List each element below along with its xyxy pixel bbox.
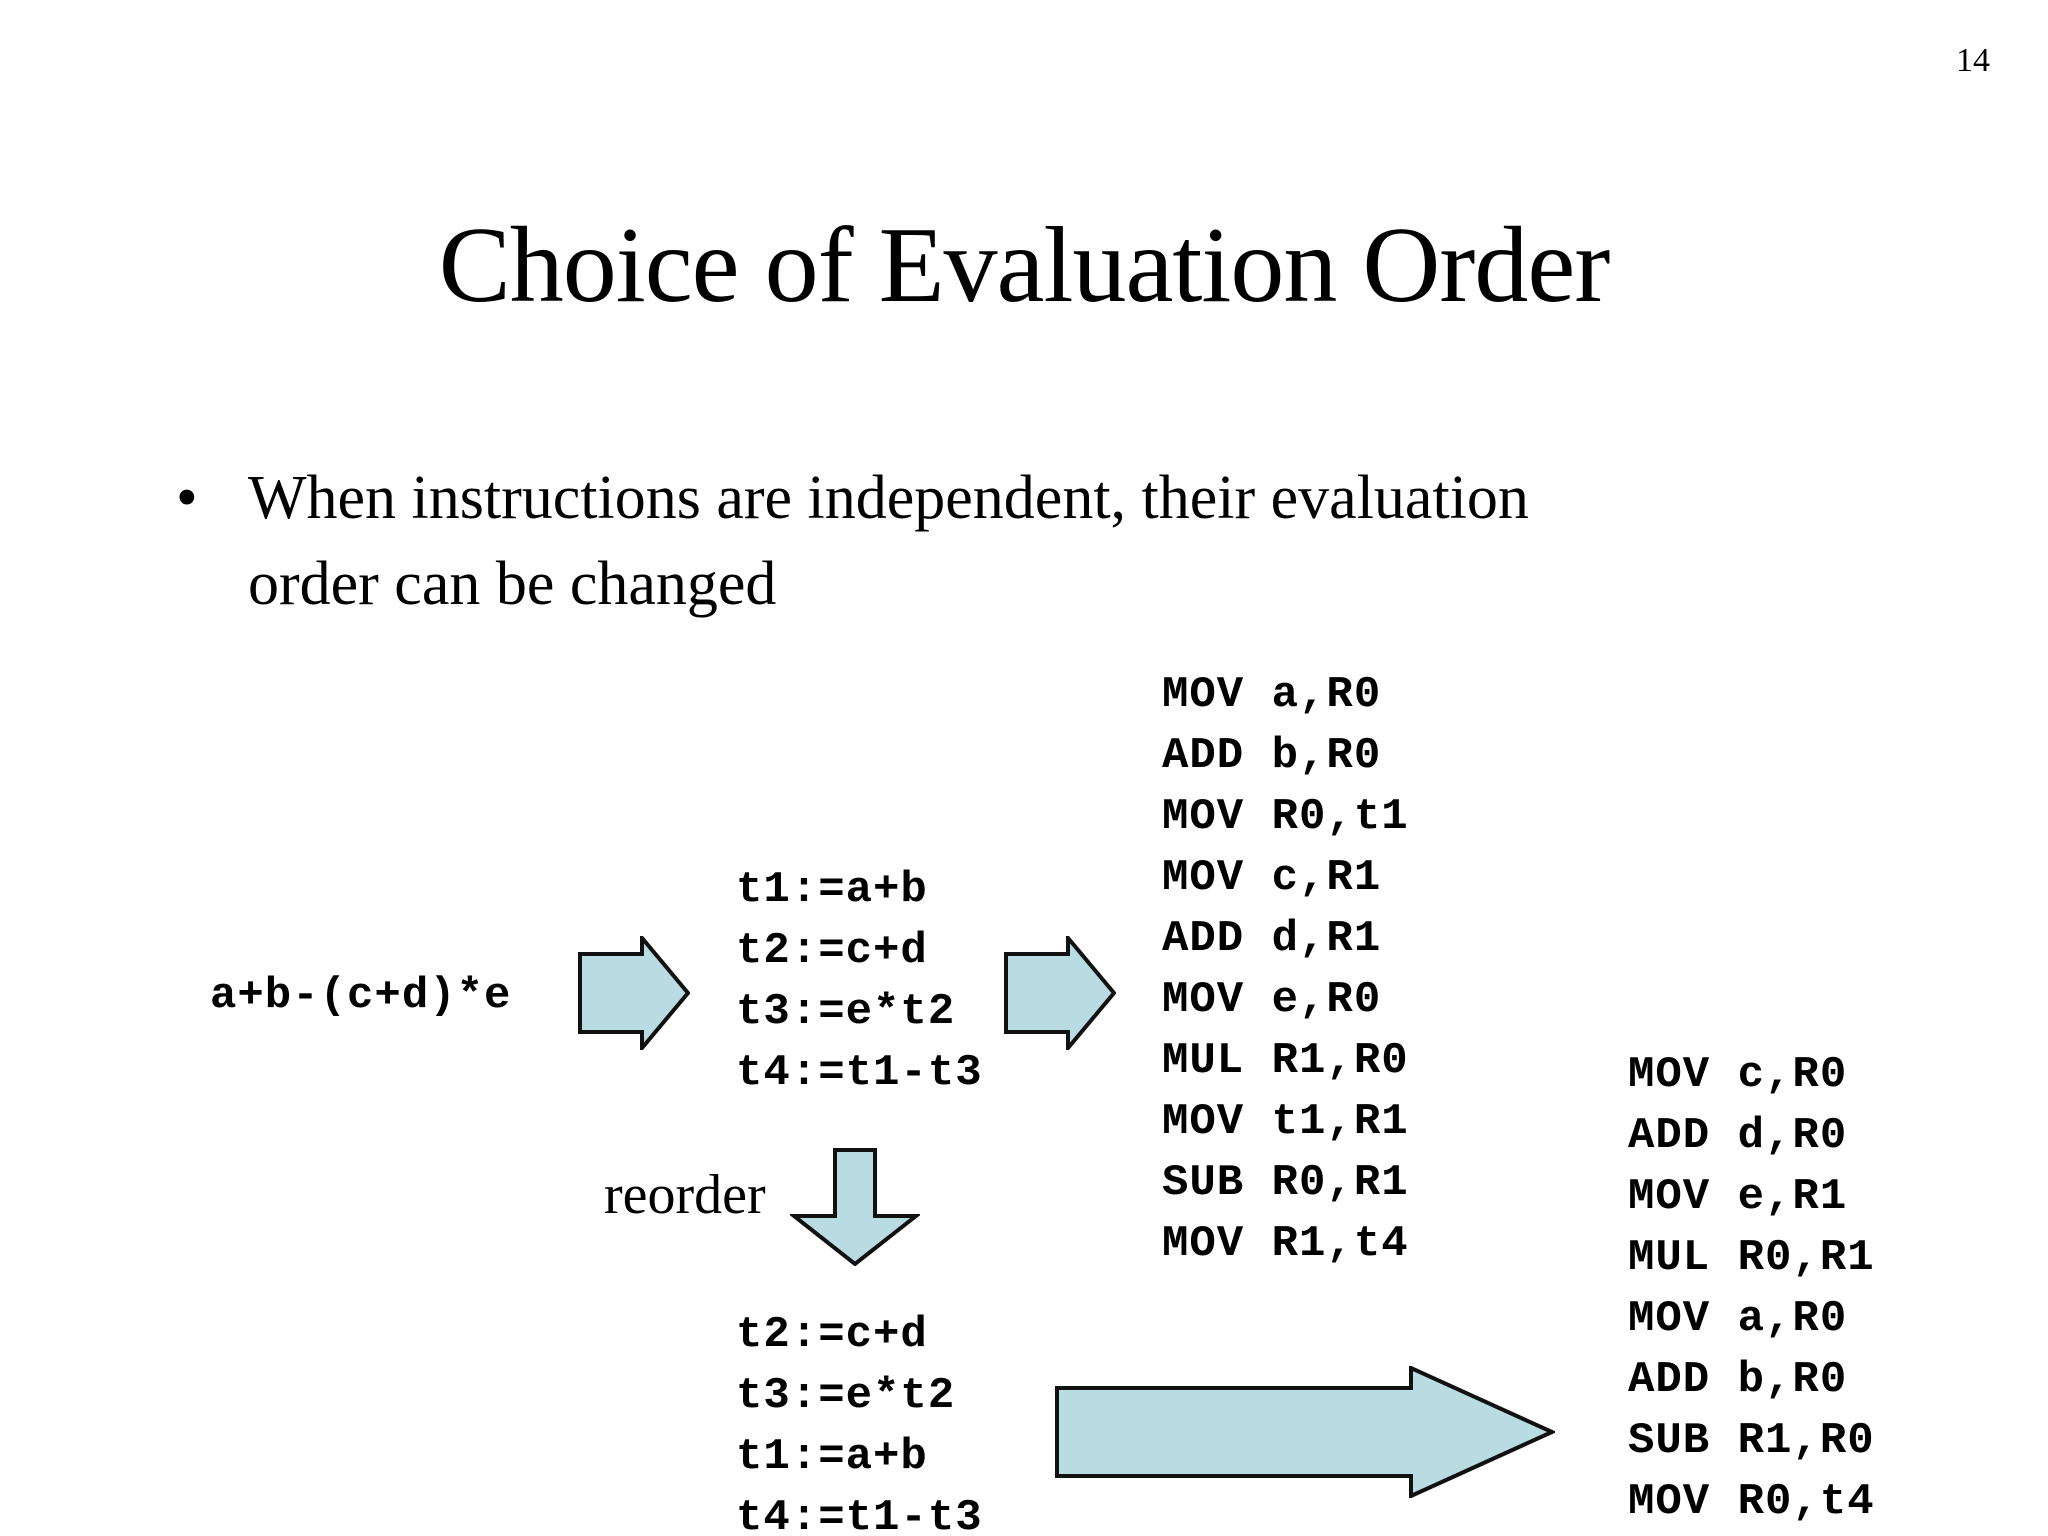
page-title: Choice of Evaluation Order <box>438 206 1611 325</box>
bullet-item-label: When instructions are independent, their… <box>248 464 1529 618</box>
three-address-code-reordered: t2:=c+d t3:=e*t2 t1:=a+b t4:=t1-t3 <box>736 1310 983 1536</box>
source-expression: a+b-(c+d)*e <box>210 971 512 1021</box>
page-number: 14 <box>1956 42 1990 79</box>
arrow-reorder-down-icon <box>790 1148 920 1266</box>
assembly-from-original-order: MOV a,R0 ADD b,R0 MOV R0,t1 MOV c,R1 ADD… <box>1162 670 1409 1269</box>
three-address-code-original: t1:=a+b t2:=c+d t3:=e*t2 t4:=t1-t3 <box>736 865 983 1098</box>
arrow-expression-to-ir-icon <box>578 936 690 1050</box>
arrow-reordered-to-assembly-icon <box>1055 1366 1555 1498</box>
bullet-item: • When instructions are independent, the… <box>176 455 1676 627</box>
reorder-label: reorder <box>604 1164 766 1226</box>
assembly-from-reordered-order: MOV c,R0 ADD d,R0 MOV e,R1 MUL R0,R1 MOV… <box>1628 1050 1875 1527</box>
arrow-ir-to-assembly-icon <box>1004 936 1116 1050</box>
bullet-marker-icon: • <box>176 464 198 532</box>
